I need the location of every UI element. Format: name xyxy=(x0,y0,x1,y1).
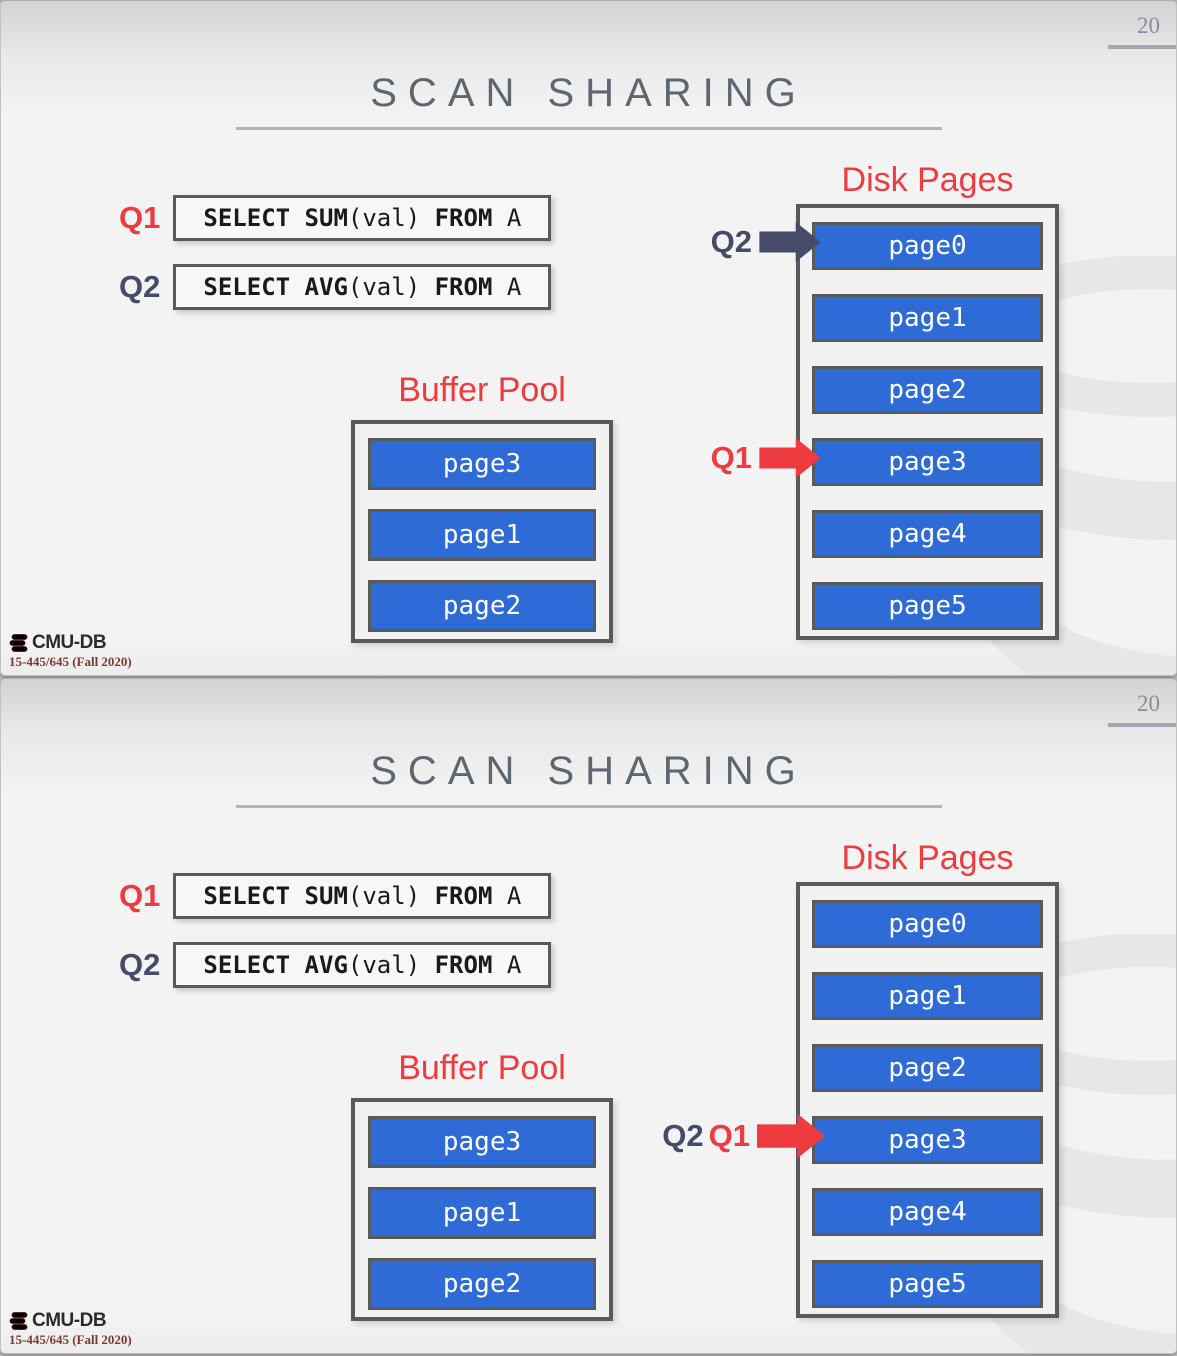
slide-footer: CMU-DB 15-445/645 (Fall 2020) xyxy=(9,632,132,670)
scan-cursor-shared: Q2 Q1 xyxy=(599,1107,825,1165)
query-row-q1: Q1 SELECT SUM(val) FROM A xyxy=(119,195,552,241)
brand-text: CMU-DB xyxy=(32,632,107,653)
sql-keyword: FROM xyxy=(434,951,493,979)
sql-query-box: SELECT SUM(val) FROM A xyxy=(173,195,552,241)
scan-cursor-q1: Q1 xyxy=(641,435,821,481)
disk-page: page5 xyxy=(812,582,1043,630)
sql-query-box: SELECT SUM(val) FROM A xyxy=(173,873,552,919)
disk-page: page3 xyxy=(812,438,1043,486)
sql-keyword: FROM xyxy=(434,273,493,301)
sql-arg: (val) xyxy=(347,951,435,979)
disk-page: page0 xyxy=(812,900,1043,948)
sql-keyword: FROM xyxy=(434,204,493,232)
sql-arg: (val) xyxy=(347,204,435,232)
buffer-page: page3 xyxy=(368,438,596,490)
buffer-pool-box: page3 page1 page2 xyxy=(351,1098,613,1321)
cursor-label: Q2 xyxy=(662,1118,704,1153)
cursor-label: Q2 xyxy=(710,224,752,259)
sql-arg: (val) xyxy=(347,882,435,910)
page-number: 20 xyxy=(1137,13,1160,38)
buffer-page: page1 xyxy=(368,509,596,561)
query-label: Q1 xyxy=(119,878,161,913)
buffer-page: page3 xyxy=(368,1116,596,1168)
buffer-pool-box: page3 page1 page2 xyxy=(351,420,613,643)
page-number-rule xyxy=(1108,723,1176,727)
buffer-pool-title: Buffer Pool xyxy=(398,1049,566,1087)
course-text: 15-445/645 (Fall 2020) xyxy=(9,654,132,669)
title-rule xyxy=(235,805,942,808)
query-row-q2: Q2 SELECT AVG(val) FROM A xyxy=(119,942,552,988)
arrow-right-icon xyxy=(759,437,821,479)
buffer-page: page1 xyxy=(368,1187,596,1239)
disk-page: page3 xyxy=(812,1116,1043,1164)
buffer-page: page2 xyxy=(368,1258,596,1310)
slide-title: SCAN SHARING xyxy=(370,71,807,115)
disk-page: page2 xyxy=(812,1044,1043,1092)
disk-pages-box: page0 page1 page2 page3 page4 page5 xyxy=(796,882,1059,1318)
arrow-right-icon xyxy=(757,1113,825,1159)
slide-1: 20 SCAN SHARING Q1 SELECT SUM(val) FROM … xyxy=(0,0,1177,676)
disk-pages-title: Disk Pages xyxy=(841,161,1014,199)
slide-title: SCAN SHARING xyxy=(370,749,807,793)
cursor-label: Q1 xyxy=(710,440,752,475)
brand-text: CMU-DB xyxy=(32,1310,107,1331)
sql-keyword: SELECT AVG xyxy=(203,951,348,979)
sql-arg: A xyxy=(492,951,522,979)
cursor-label: Q1 xyxy=(708,1118,750,1153)
sql-keyword: SELECT SUM xyxy=(203,204,348,232)
query-label: Q2 xyxy=(119,269,161,304)
disk-page: page1 xyxy=(812,972,1043,1020)
arrow-right-icon xyxy=(759,221,821,263)
query-row-q1: Q1 SELECT SUM(val) FROM A xyxy=(119,873,552,919)
page-number: 20 xyxy=(1137,691,1160,716)
scan-cursor-q2: Q2 xyxy=(641,219,821,265)
disk-page: page4 xyxy=(812,510,1043,558)
page-number-rule xyxy=(1108,45,1176,49)
sql-arg: A xyxy=(492,204,522,232)
title-rule xyxy=(235,127,942,130)
slide-2: 20 SCAN SHARING Q1 SELECT SUM(val) FROM … xyxy=(0,678,1177,1354)
sql-arg: A xyxy=(492,273,522,301)
sql-query-box: SELECT AVG(val) FROM A xyxy=(173,264,552,310)
disk-page: page4 xyxy=(812,1188,1043,1236)
sql-arg: A xyxy=(492,882,522,910)
sql-arg: (val) xyxy=(347,273,435,301)
buffer-pool-title: Buffer Pool xyxy=(398,371,566,409)
query-label: Q1 xyxy=(119,200,161,235)
disk-page: page5 xyxy=(812,1260,1043,1308)
query-row-q2: Q2 SELECT AVG(val) FROM A xyxy=(119,264,552,310)
cmu-db-logo-icon xyxy=(9,634,28,652)
disk-page: page2 xyxy=(812,366,1043,414)
buffer-page: page2 xyxy=(368,580,596,632)
query-label: Q2 xyxy=(119,947,161,982)
sql-query-box: SELECT AVG(val) FROM A xyxy=(173,942,552,988)
disk-page: page0 xyxy=(812,222,1043,270)
cmu-db-logo-icon xyxy=(9,1312,28,1330)
slide-footer: CMU-DB 15-445/645 (Fall 2020) xyxy=(9,1310,132,1348)
sql-keyword: SELECT AVG xyxy=(203,273,348,301)
disk-pages-title: Disk Pages xyxy=(841,839,1014,877)
sql-keyword: SELECT SUM xyxy=(203,882,348,910)
disk-pages-box: page0 page1 page2 page3 page4 page5 xyxy=(796,204,1059,640)
sql-keyword: FROM xyxy=(434,882,493,910)
course-text: 15-445/645 (Fall 2020) xyxy=(9,1332,132,1347)
disk-page: page1 xyxy=(812,294,1043,342)
